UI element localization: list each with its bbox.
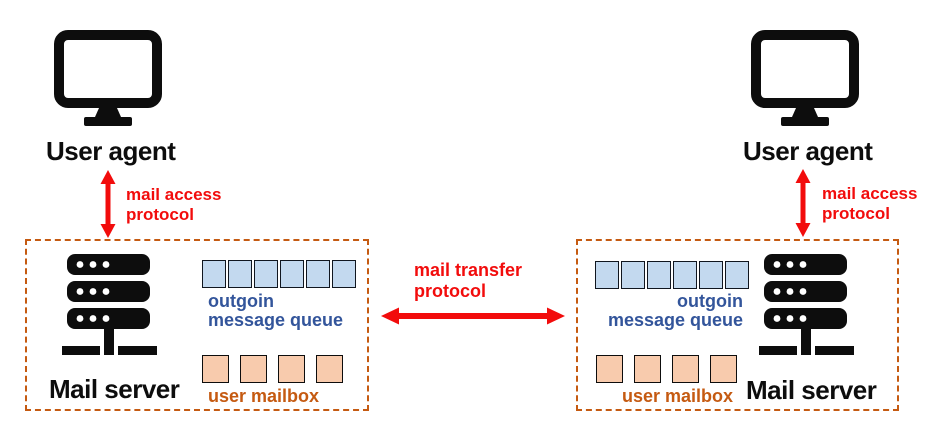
queue-cell [673,261,697,289]
mail-access-line2: protocol [822,204,890,223]
mailbox-cell [240,355,267,383]
server-icon [62,254,157,355]
mailbox-cell [278,355,305,383]
queue-cell [254,260,278,288]
mail-server-box: outgoin message queue Mail server user m… [576,239,899,411]
queue-cell [699,261,723,289]
queue-cell [280,260,304,288]
queue-cell [647,261,671,289]
queue-label: outgoin message queue [208,292,343,330]
mail-access-line1: mail access [822,184,918,203]
mail-server-label: Mail server [746,375,877,405]
queue-cell [202,260,226,288]
queue-label-line2: message queue [607,310,743,330]
queue-cell [228,260,252,288]
queue-cell [332,260,356,288]
queue-cell [595,261,619,289]
mail-transfer-line1: mail transfer [414,260,523,280]
mailbox-cell [316,355,343,383]
monitor-icon [751,30,859,126]
server-icon [759,254,854,355]
user-mailbox-label: user mailbox [622,386,734,406]
user-agent-label: User agent [743,136,873,166]
mail-access-arrow [795,169,811,237]
mail-server-label: Mail server [49,374,180,404]
outgoing-message-queue [202,260,356,288]
queue-cell [306,260,330,288]
mail-access-arrow [100,170,116,238]
mailbox-cell [710,355,737,383]
monitor-icon [54,30,162,126]
mail-transfer-arrow [381,307,565,325]
queue-label-line2: message queue [208,310,344,330]
mail-access-protocol-label: mail access protocol [822,184,917,224]
queue-label-line1: outgoin [208,291,274,311]
mail-transfer-protocol-label: mail transfer protocol [414,260,522,302]
mail-server-box: Mail server outgoin message queue user m… [25,239,369,411]
mail-access-protocol-label: mail access protocol [126,185,221,225]
mail-access-line1: mail access [126,185,222,204]
queue-label: outgoin message queue [588,292,743,330]
user-mailbox-label: user mailbox [208,386,320,406]
user-mailboxes [596,355,737,383]
mailbox-cell [596,355,623,383]
mailbox-cell [202,355,229,383]
user-agent-label: User agent [46,136,176,166]
mailbox-cell [672,355,699,383]
outgoing-message-queue [595,261,749,289]
mail-transfer-line2: protocol [414,281,486,301]
user-mailboxes [202,355,343,383]
mailbox-cell [634,355,661,383]
queue-label-line1: outgoin [677,291,743,311]
queue-cell [621,261,645,289]
mail-access-line2: protocol [126,205,194,224]
queue-cell [725,261,749,289]
